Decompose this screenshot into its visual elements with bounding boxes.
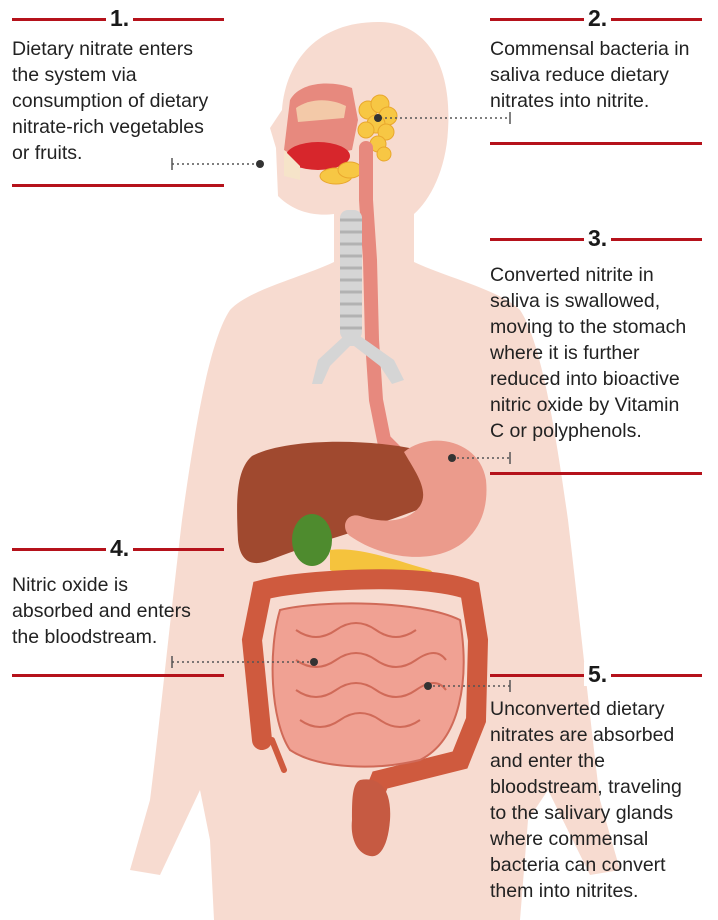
step-4-text: Nitric oxide is absorbed and enters the … (12, 572, 227, 650)
step-1: 1. Dietary nitrate enters the system via… (12, 4, 227, 166)
step-3-number: 3. (584, 226, 611, 250)
step-3-bottom-rule (490, 472, 702, 475)
rectum (352, 779, 391, 856)
step-5: 5. Unconverted dietary nitrates are abso… (490, 660, 712, 904)
step-5-number: 5. (584, 662, 611, 686)
step-2-text: Commensal bacteria in saliva reduce diet… (490, 36, 708, 114)
step-2: 2. Commensal bacteria in saliva reduce d… (490, 4, 708, 114)
step-1-bottom-rule (12, 184, 224, 187)
step-5-text: Unconverted dietary nitrates are absorbe… (490, 696, 712, 904)
gallbladder (292, 514, 332, 566)
step-1-text: Dietary nitrate enters the system via co… (12, 36, 227, 166)
step-4-bottom-rule (12, 674, 224, 677)
small-intestine (273, 603, 464, 766)
step-3: 3. Converted nitrite in saliva is swallo… (490, 224, 712, 444)
step-4: 4. Nitric oxide is absorbed and enters t… (12, 534, 227, 650)
step-1-number: 1. (106, 6, 133, 30)
step-2-bottom-rule (490, 142, 702, 145)
step-4-number: 4. (106, 536, 133, 560)
step-2-number: 2. (584, 6, 611, 30)
step-3-text: Converted nitrite in saliva is swallowed… (490, 262, 712, 444)
